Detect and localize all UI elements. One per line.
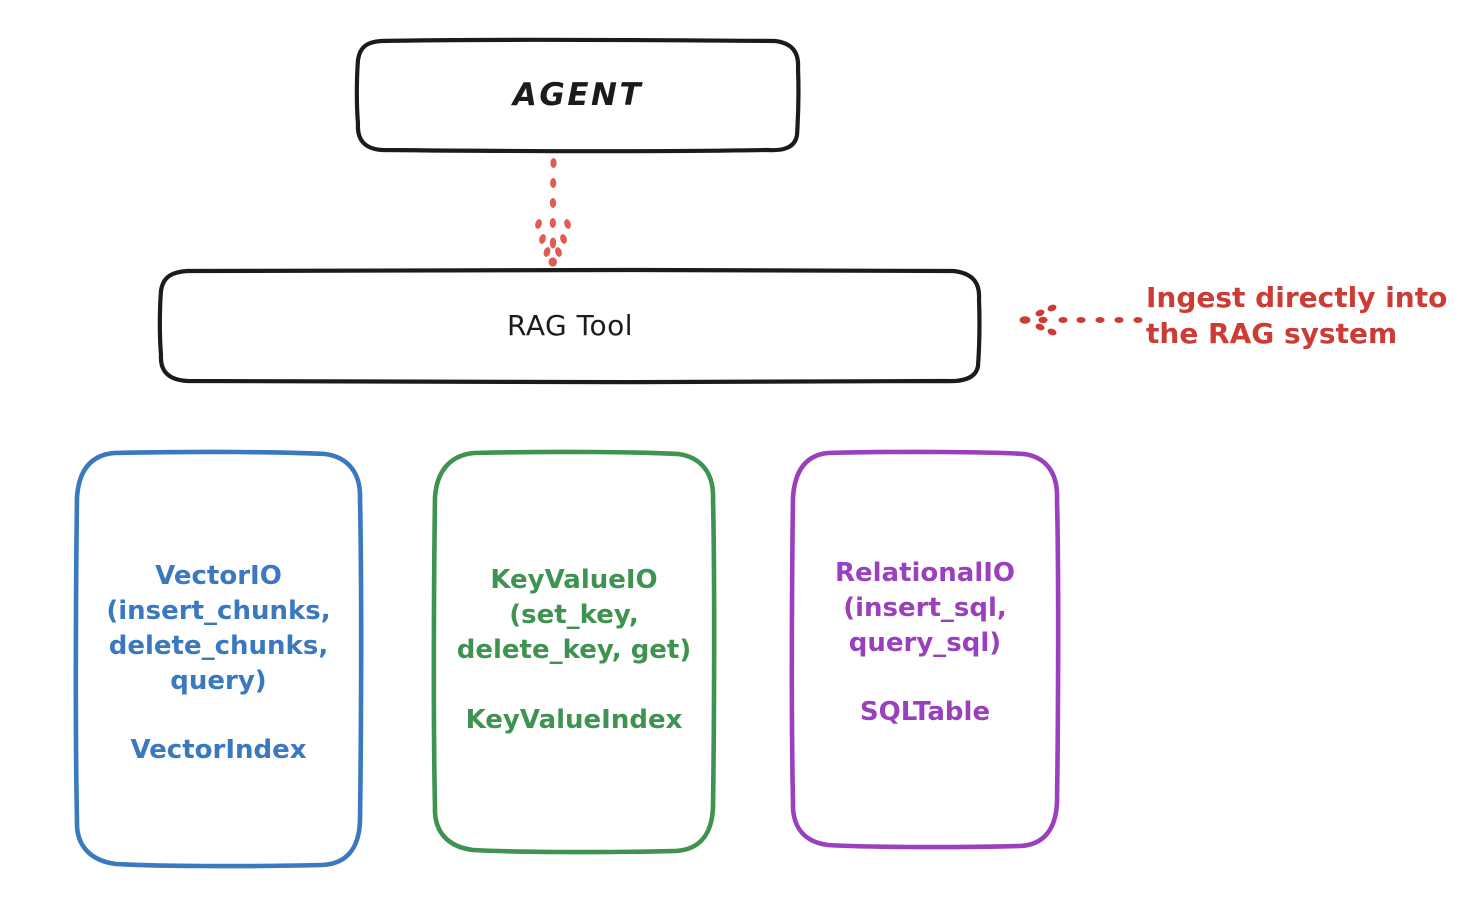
node-agent[interactable]: AGENT: [354, 37, 801, 154]
node-relational-io[interactable]: RelationalIO (insert_sql, query_sql) SQL…: [788, 449, 1062, 851]
agent-box-outline: [354, 37, 801, 154]
agent-label: AGENT: [512, 77, 644, 114]
vector-io-box-outline: [73, 449, 364, 869]
node-key-value-io[interactable]: KeyValueIO (set_key, delete_key, get) Ke…: [430, 449, 718, 856]
rag-tool-label: RAG Tool: [507, 308, 633, 342]
node-vector-io[interactable]: VectorIO (insert_chunks, delete_chunks, …: [72, 449, 365, 870]
relational-io-label: RelationalIO (insert_sql, query_sql) SQL…: [834, 557, 1016, 728]
rag-tool-box-outline: [157, 267, 982, 385]
annotation-ingest-note: Ingest directly into the RAG system: [1146, 281, 1448, 351]
node-rag-tool[interactable]: RAG Tool: [157, 267, 983, 385]
relational-io-box-outline: [789, 449, 1061, 850]
connector-agent-to-rag-tool: [535, 158, 571, 267]
key-value-io-label: KeyValueIO (set_key, delete_key, get) Ke…: [456, 565, 692, 735]
connector-note-to-rag-tool: [1019, 304, 1143, 336]
vector-io-label: VectorIO (insert_chunks, delete_chunks, …: [106, 561, 331, 766]
key-value-io-box-outline: [431, 449, 717, 855]
